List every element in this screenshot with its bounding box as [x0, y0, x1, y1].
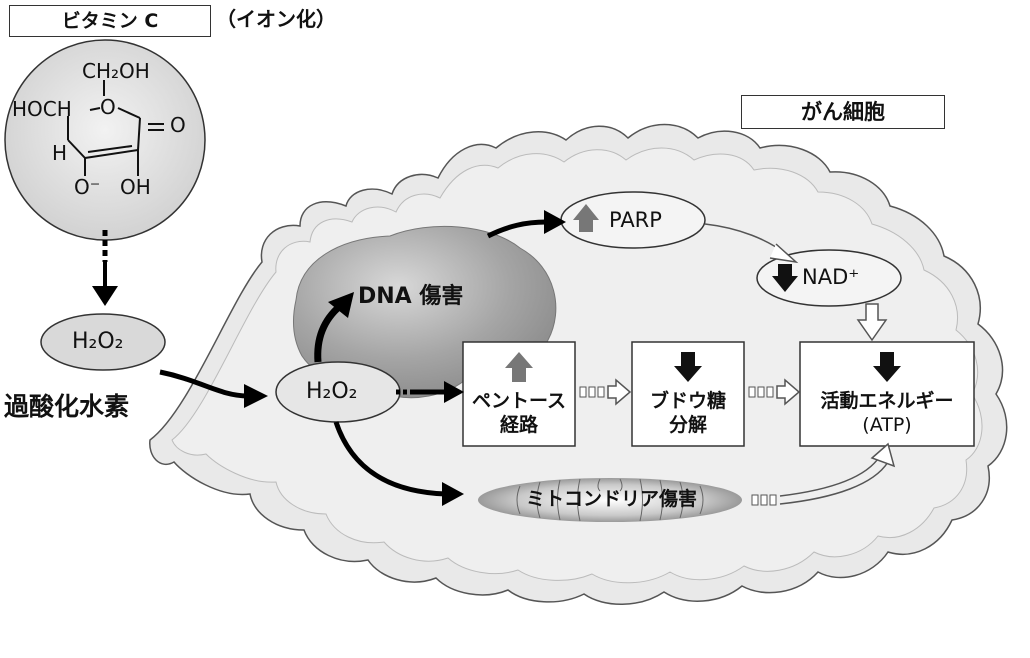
cancer-cell-title: がん細胞 [741, 95, 945, 129]
mitochondria-damage-label: ミトコンドリア傷害 [526, 488, 698, 510]
mitochondria-to-energy-arrow [751, 442, 896, 506]
glycolysis-to-energy-arrow [748, 378, 801, 406]
parp-to-nad-arrow [704, 223, 799, 264]
vitamin-c-title: ビタミン C [9, 5, 211, 37]
vc-oh: OH [120, 175, 151, 199]
vc-carbonyl-o: O [170, 113, 186, 137]
vitamin-c-to-h2o2-arrow [92, 230, 118, 306]
vc-hoch: HOCH [12, 97, 72, 121]
pentose-line1: ペントース [471, 390, 567, 412]
parp-up-arrow-icon [573, 204, 599, 232]
glycolysis-label: ブドウ糖 分解 [632, 390, 744, 438]
h2o2-to-pentose-arrow [396, 381, 464, 403]
dna-damage-label: DNA 傷害 [358, 284, 464, 309]
h2o2-to-dna-arrow [314, 292, 354, 363]
energy-line1: 活動エネルギー [820, 390, 954, 412]
nad-label: NAD⁺ [802, 265, 860, 289]
glycolysis-line1: ブドウ糖 [649, 390, 726, 412]
h2o2-to-mitochondria-arrow [333, 421, 464, 506]
energy-label: 活動エネルギー (ATP) [800, 390, 974, 438]
pentose-to-glycolysis-arrow [579, 378, 632, 406]
h2o2-entry-arrow [159, 369, 268, 408]
parp-label: PARP [609, 208, 662, 232]
h2o2-outside-ellipse [40, 313, 166, 371]
h2o2-outside-label: H₂O₂ [72, 329, 124, 354]
mitochondria-cristae [516, 478, 704, 522]
vc-ring-o: O [100, 95, 116, 119]
nad-to-energy-arrow [856, 303, 888, 342]
vitamin-c-ion-note: （イオン化） [216, 7, 336, 31]
pentose-up-arrow-icon [505, 352, 533, 382]
pentose-line2: 経路 [499, 413, 538, 436]
vitamin-c-bonds [67, 80, 164, 176]
dna-to-parp-arrow [486, 210, 566, 239]
vc-o-minus: O⁻ [74, 175, 101, 199]
nad-down-arrow-icon [772, 264, 798, 292]
hydrogen-peroxide-label: 過酸化水素 [4, 392, 130, 421]
vc-h: H [52, 141, 68, 165]
energy-line2: (ATP) [862, 413, 912, 436]
glycolysis-line2: 分解 [668, 413, 707, 436]
pentose-pathway-label: ペントース 経路 [463, 390, 575, 438]
nad-ellipse [756, 249, 902, 307]
energy-down-arrow-icon [873, 352, 901, 382]
h2o2-inside-label: H₂O₂ [306, 379, 358, 404]
glycolysis-down-arrow-icon [674, 352, 702, 382]
vc-ch2oh: CH₂OH [82, 59, 150, 83]
mitochondria-shape [478, 478, 742, 522]
